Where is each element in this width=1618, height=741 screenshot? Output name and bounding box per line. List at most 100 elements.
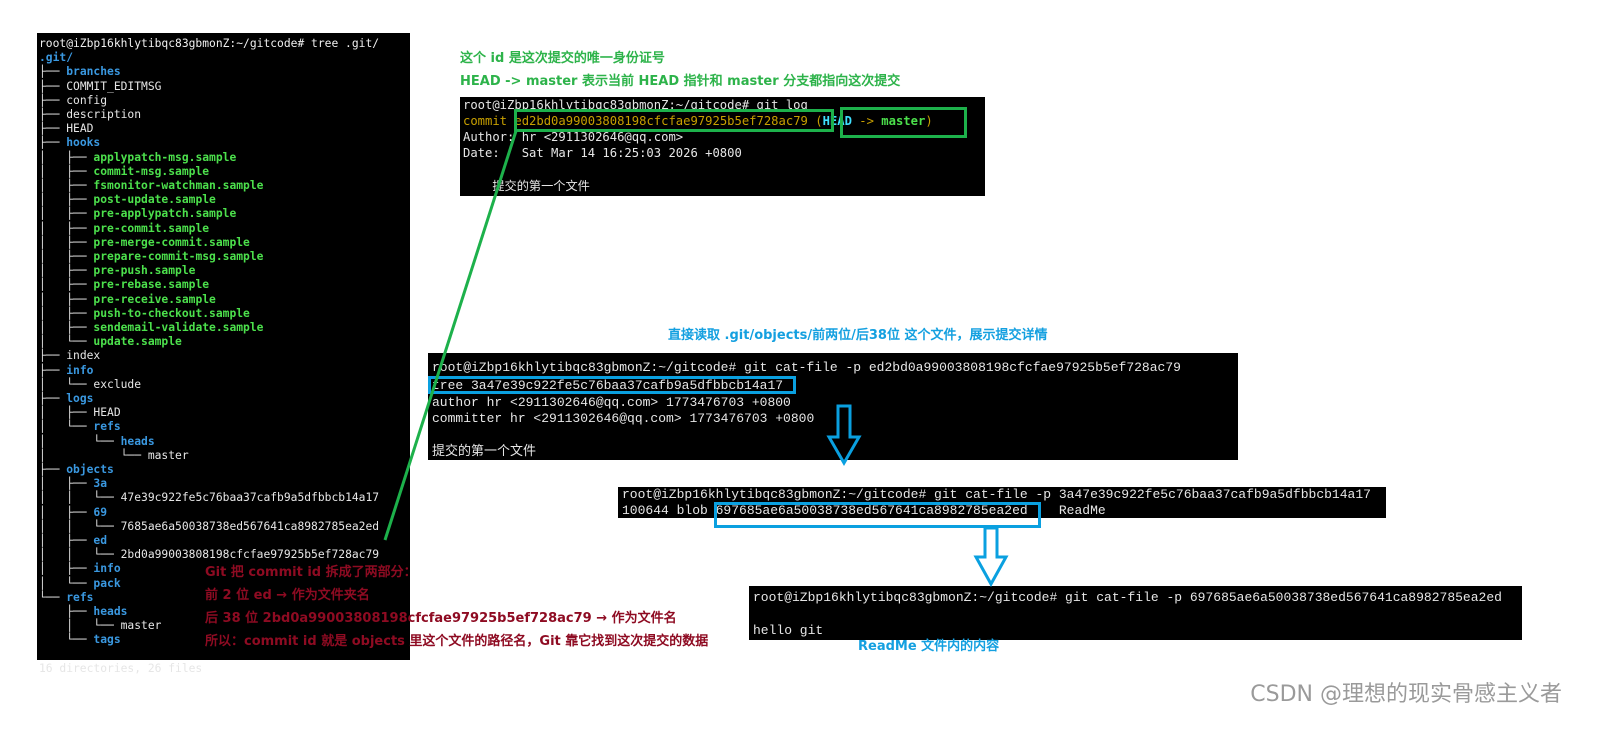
tree-line: ├── COMMIT_EDITMSG	[39, 80, 161, 94]
tree-branch-glyph: ├──	[39, 65, 67, 79]
tree-entry: prepare-commit-msg.sample	[93, 250, 264, 263]
terminal-line: root@iZbp16khlytibqc83gbmonZ:~/gitcode# …	[432, 360, 1181, 375]
terminal-line: hello git	[753, 623, 824, 638]
split-note-3: 后 38 位 2bd0a99003808198cfcfae97925b5ef72…	[205, 611, 677, 626]
tree-branch-glyph: │ └──	[39, 377, 94, 391]
tree-entry: index	[66, 349, 101, 363]
head-master-note: HEAD -> master 表示当前 HEAD 指针和 master 分支都指…	[460, 74, 901, 89]
tree-line: 16 directories, 26 files	[39, 662, 202, 676]
tree-branch-glyph: │ ├──	[39, 477, 94, 491]
tree-branch-glyph: │ └──	[39, 434, 121, 448]
tree-directory: 3a	[93, 477, 108, 491]
tree-line: │ └── update.sample	[39, 335, 182, 349]
split-note-4: 所以：commit id 就是 objects 里这个文件的路径名，Git 靠它…	[205, 634, 709, 649]
tree-branch-glyph: └──	[39, 590, 67, 604]
tree-branch-glyph: │ ├──	[39, 221, 94, 235]
tree-branch-glyph: └──	[39, 633, 94, 647]
tree-line: root@iZbp16khlytibqc83gbmonZ:~/gitcode# …	[39, 37, 379, 51]
tree-directory: info	[93, 562, 121, 576]
tree-line: │ └── heads	[39, 435, 155, 449]
tree-line: │ ├── ed	[39, 534, 107, 548]
commit-hash: ed2bd0a99003808198cfcfae97925b5ef728ac79	[514, 114, 808, 128]
tree-line: ├── branches	[39, 65, 121, 79]
tree-line: .git/	[39, 51, 73, 65]
tree-entry: fsmonitor-watchman.sample	[93, 179, 264, 192]
tree-line: │ ├── prepare-commit-msg.sample	[39, 250, 263, 264]
tree-branch-glyph: │ ├──	[39, 292, 94, 306]
tree-line: │ └── pack	[39, 577, 121, 591]
tree-line: │ ├── pre-merge-commit.sample	[39, 236, 250, 250]
tree-directory: heads	[93, 605, 128, 618]
head-master-highlight	[840, 107, 967, 138]
tree-line: │ ├── 69	[39, 506, 107, 520]
tree-directory: tags	[93, 633, 121, 647]
tree-directory: pack	[93, 576, 121, 590]
tree-branch-glyph: │ └──	[39, 420, 94, 434]
tree-branch-glyph: ├──	[39, 392, 67, 405]
tree-line: │ ├── applypatch-msg.sample	[39, 151, 236, 165]
tree-entry: HEAD	[93, 406, 121, 420]
tree-entry: sendemail-validate.sample	[93, 321, 264, 334]
blob-hash-highlight	[714, 502, 1041, 528]
log-prompt: root@iZbp16khlytibqc83gbmonZ:~/gitcode# …	[463, 98, 808, 112]
git-log-terminal: root@iZbp16khlytibqc83gbmonZ:~/gitcode# …	[460, 97, 985, 196]
tree-entry: push-to-checkout.sample	[93, 306, 250, 320]
tree-line: │ ├── pre-applypatch.sample	[39, 207, 236, 221]
tree-entry: applypatch-msg.sample	[93, 150, 237, 164]
tree-directory: hooks	[66, 136, 101, 150]
tree-branch-glyph: ├──	[39, 363, 67, 377]
tree-line: ├── info	[39, 364, 93, 378]
tree-branch-glyph: │ └──	[39, 576, 94, 590]
tree-line: │ ├── pre-push.sample	[39, 264, 195, 278]
tree-branch-glyph: ├──	[39, 136, 67, 150]
tree-branch-glyph: │ └──	[39, 619, 121, 633]
blob-terminal: root@iZbp16khlytibqc83gbmonZ:~/gitcode# …	[749, 586, 1522, 640]
tree-entry: 16 directories, 26 files	[39, 661, 203, 675]
tree-line: ├── heads	[39, 605, 127, 619]
tree-line: │ ├── pre-commit.sample	[39, 222, 209, 236]
tree-line: ├── objects	[39, 463, 114, 477]
tree-line: │ └── master	[39, 619, 161, 633]
tree-line: ├── config	[39, 94, 107, 108]
tree-line: │ ├── post-update.sample	[39, 193, 216, 207]
ref-branch: master	[881, 114, 926, 128]
tree-directory: logs	[66, 392, 94, 405]
split-note-2: 前 2 位 ed → 作为文件夹名	[205, 588, 370, 603]
tree-branch-glyph: │ │ └──	[39, 548, 121, 562]
tree-entry: 47e39c922fe5c76baa37cafb9a5dfbbcb14a17	[120, 491, 380, 505]
tree-branch-glyph: │ ├──	[39, 534, 94, 547]
tree-hash-highlight	[428, 376, 796, 394]
terminal-line: committer hr <2911302646@qq.com> 1773476…	[432, 411, 815, 426]
tree-line: │ ├── sendemail-validate.sample	[39, 321, 263, 335]
log-author: Author: hr <2911302646@qq.com>	[463, 130, 684, 144]
terminal-line: 100644 blob 697685ae6a50038738ed567641ca…	[622, 503, 1106, 518]
tree-entry: pre-push.sample	[93, 264, 196, 278]
ref-head: HEAD	[822, 114, 852, 128]
tree-branch-glyph: ├──	[39, 93, 67, 107]
down-arrow-icon	[973, 526, 1009, 588]
tree-branch-glyph: │ │ └──	[39, 491, 121, 505]
terminal-line: tree 3a47e39c922fe5c76baa37cafb9a5dfbbcb…	[432, 378, 784, 393]
tree-branch-glyph: │ ├──	[39, 406, 94, 420]
tree-line: ├── index	[39, 349, 100, 363]
tree-directory: heads	[120, 434, 155, 448]
terminal-line: 提交的第一个文件	[432, 444, 537, 459]
tree-line: │ └── master	[39, 449, 189, 463]
tree-branch-glyph: │ ├──	[39, 505, 94, 519]
tree-line: │ ├── fsmonitor-watchman.sample	[39, 179, 263, 193]
tree-entry: HEAD	[66, 122, 94, 136]
tree-terminal: root@iZbp16khlytibqc83gbmonZ:~/gitcode# …	[37, 33, 410, 675]
tree-entry: pre-commit.sample	[93, 221, 210, 235]
tree-entry: pre-merge-commit.sample	[93, 235, 250, 249]
tree-entry: COMMIT_EDITMSG	[66, 79, 162, 93]
ref-open: (	[807, 114, 823, 128]
tree-directory: info	[66, 363, 94, 377]
tree-entry: post-update.sample	[93, 193, 216, 207]
tree-line: │ ├── push-to-checkout.sample	[39, 307, 250, 321]
tree-entry: master	[120, 619, 162, 633]
watermark: CSDN @理想的现实骨感主义者	[1250, 682, 1562, 707]
connector-line	[383, 130, 518, 541]
tree-line: ├── hooks	[39, 136, 100, 150]
tree-branch-glyph: ├──	[39, 108, 67, 121]
tree-line: │ ├── commit-msg.sample	[39, 165, 209, 179]
